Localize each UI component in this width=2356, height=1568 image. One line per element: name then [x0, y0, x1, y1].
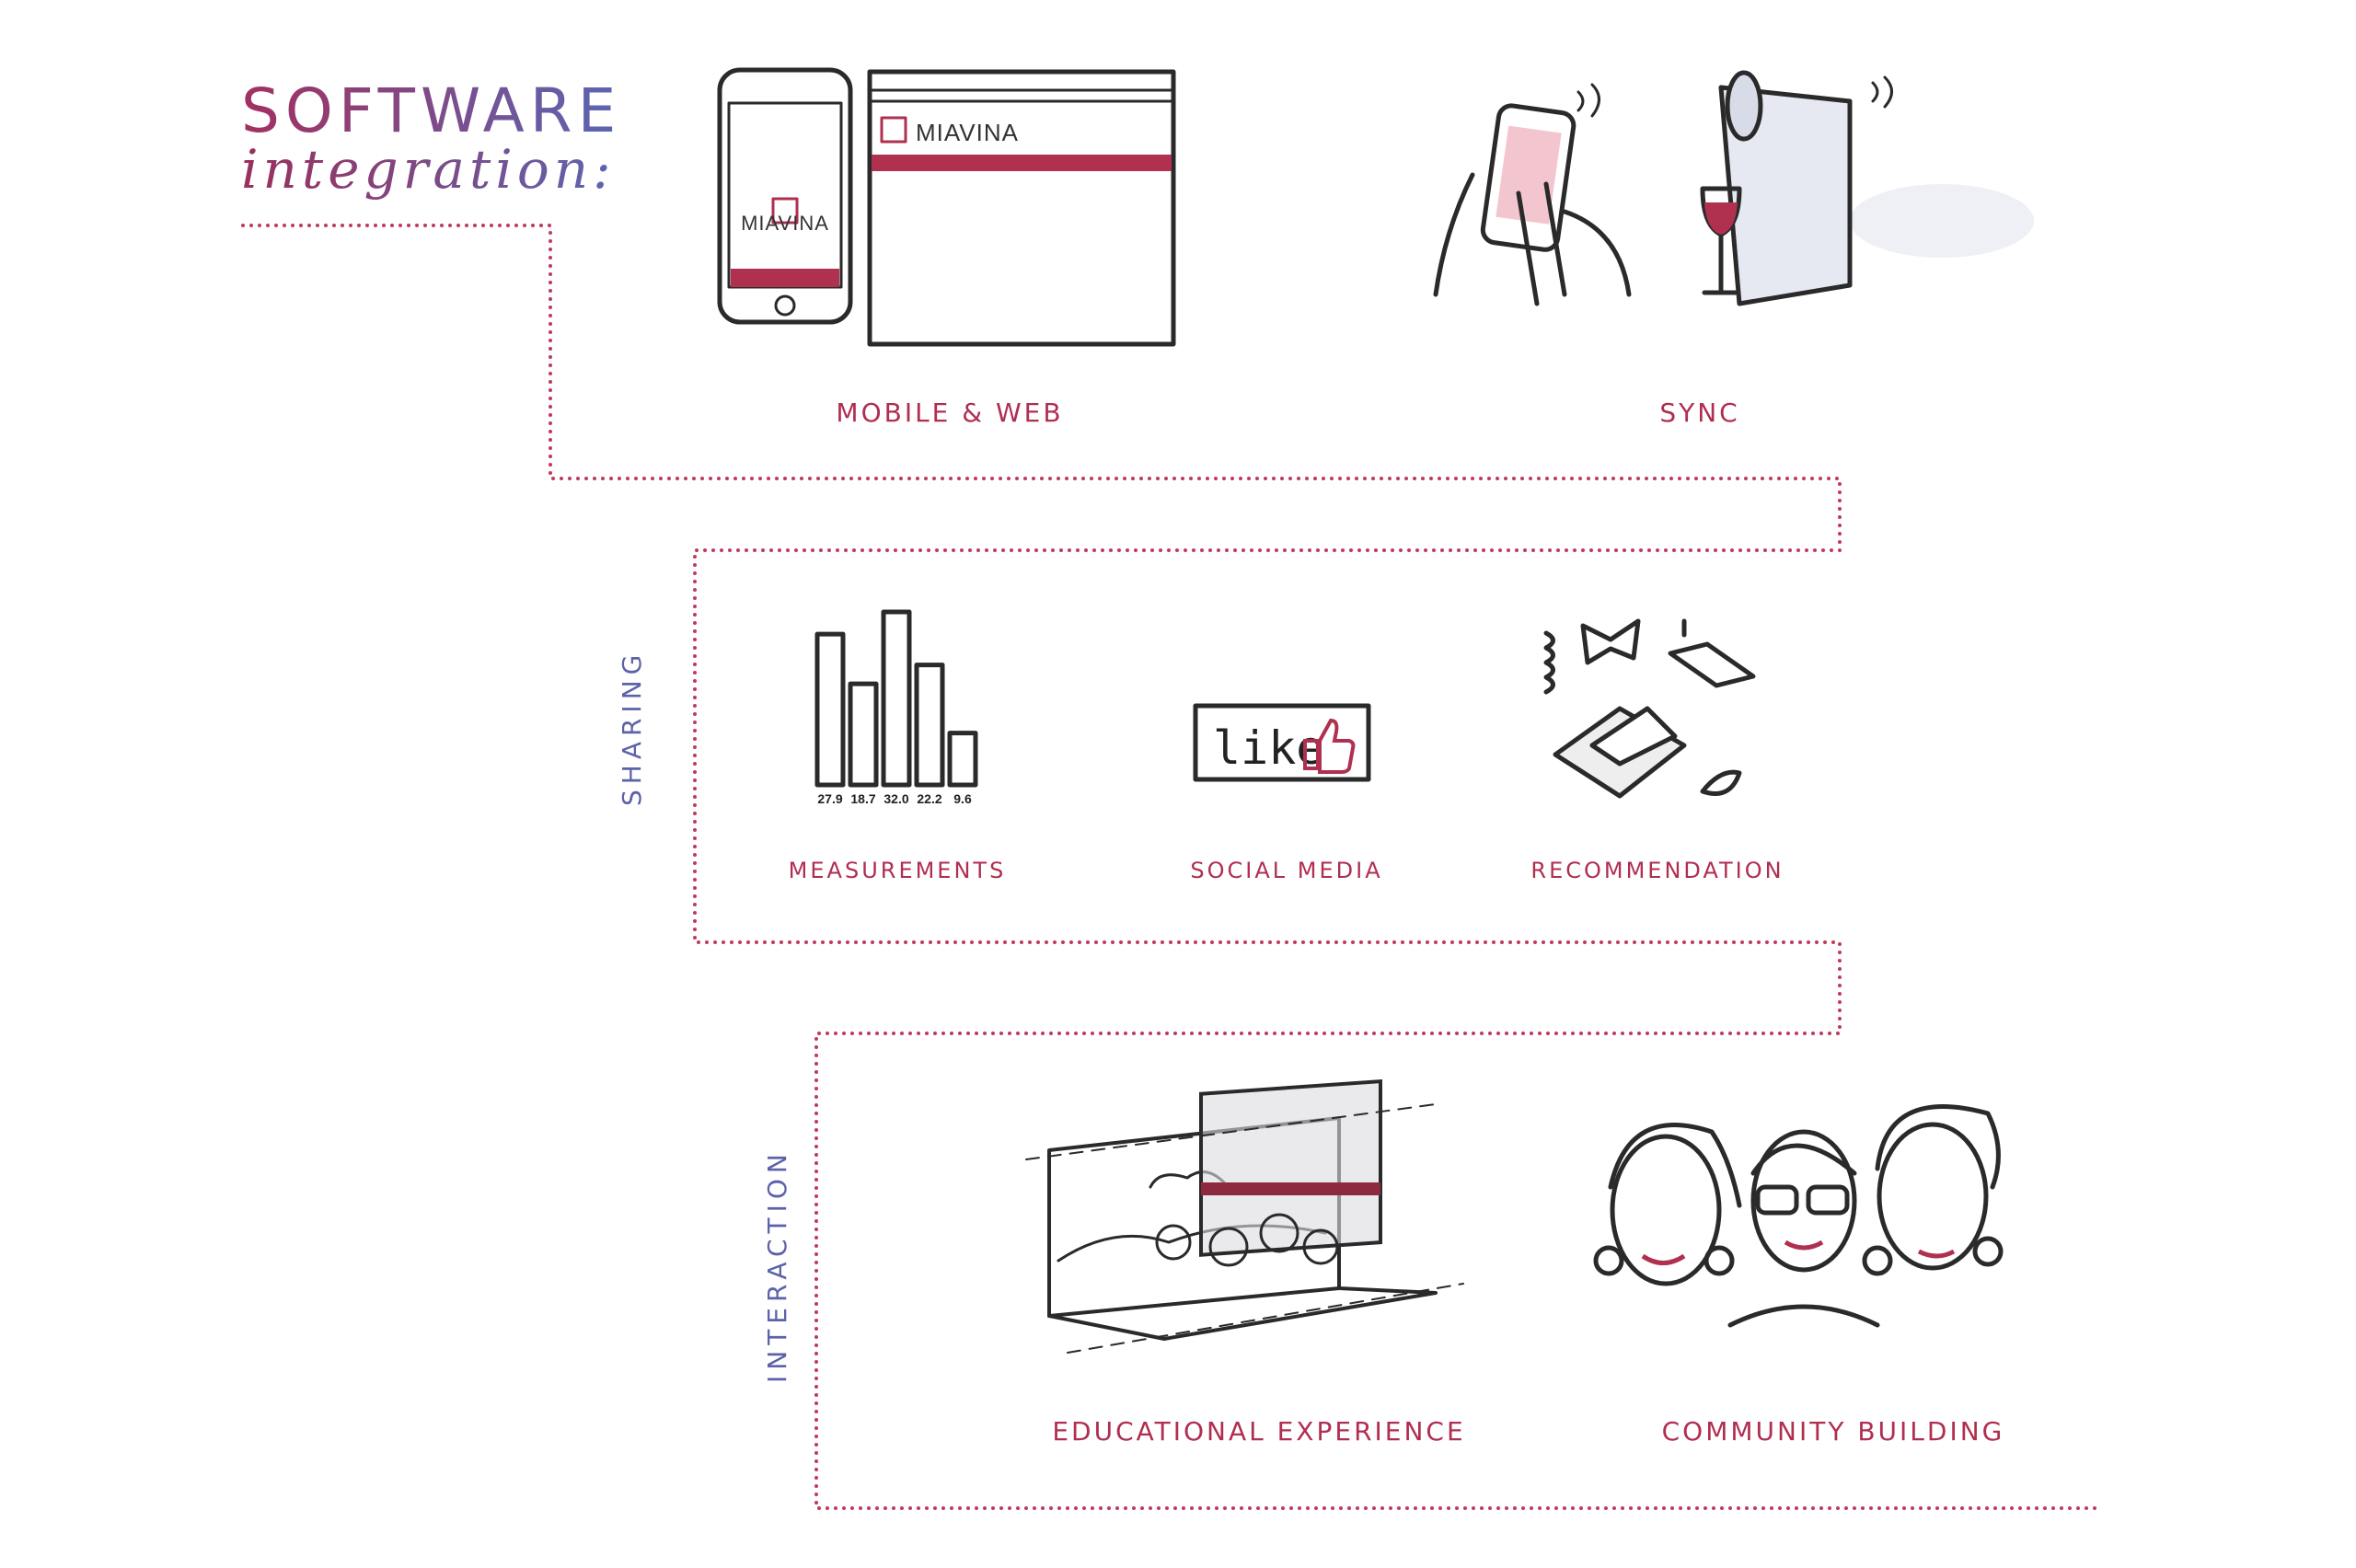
- label-measurements: MEASUREMENTS: [788, 858, 1007, 883]
- title-software: SOFTWARE: [241, 75, 622, 146]
- bar-label: 18.7: [850, 791, 875, 806]
- label-community-building: COMMUNITY BUILDING: [1661, 1416, 2005, 1447]
- bar: [881, 609, 912, 788]
- bar: [848, 681, 879, 788]
- bar-label: 9.6: [953, 791, 972, 806]
- bar: [947, 731, 978, 788]
- bar: [814, 631, 846, 788]
- phone-brand: MIAVINA: [741, 212, 829, 235]
- bar-label: 32.0: [884, 791, 908, 806]
- title-integration: integration:: [241, 138, 616, 201]
- label-sync: SYNC: [1659, 398, 1740, 428]
- bar-label: 27.9: [817, 791, 842, 806]
- label-educational-experience: EDUCATIONAL EXPERIENCE: [1052, 1416, 1466, 1447]
- label-social-media: SOCIAL MEDIA: [1190, 858, 1383, 883]
- browser-brand: MIAVINA: [916, 119, 1019, 146]
- bar-label: 22.2: [917, 791, 941, 806]
- label-mobile-web: MOBILE & WEB: [836, 398, 1064, 428]
- label-recommendation: RECOMMENDATION: [1530, 858, 1784, 883]
- bar: [914, 663, 945, 788]
